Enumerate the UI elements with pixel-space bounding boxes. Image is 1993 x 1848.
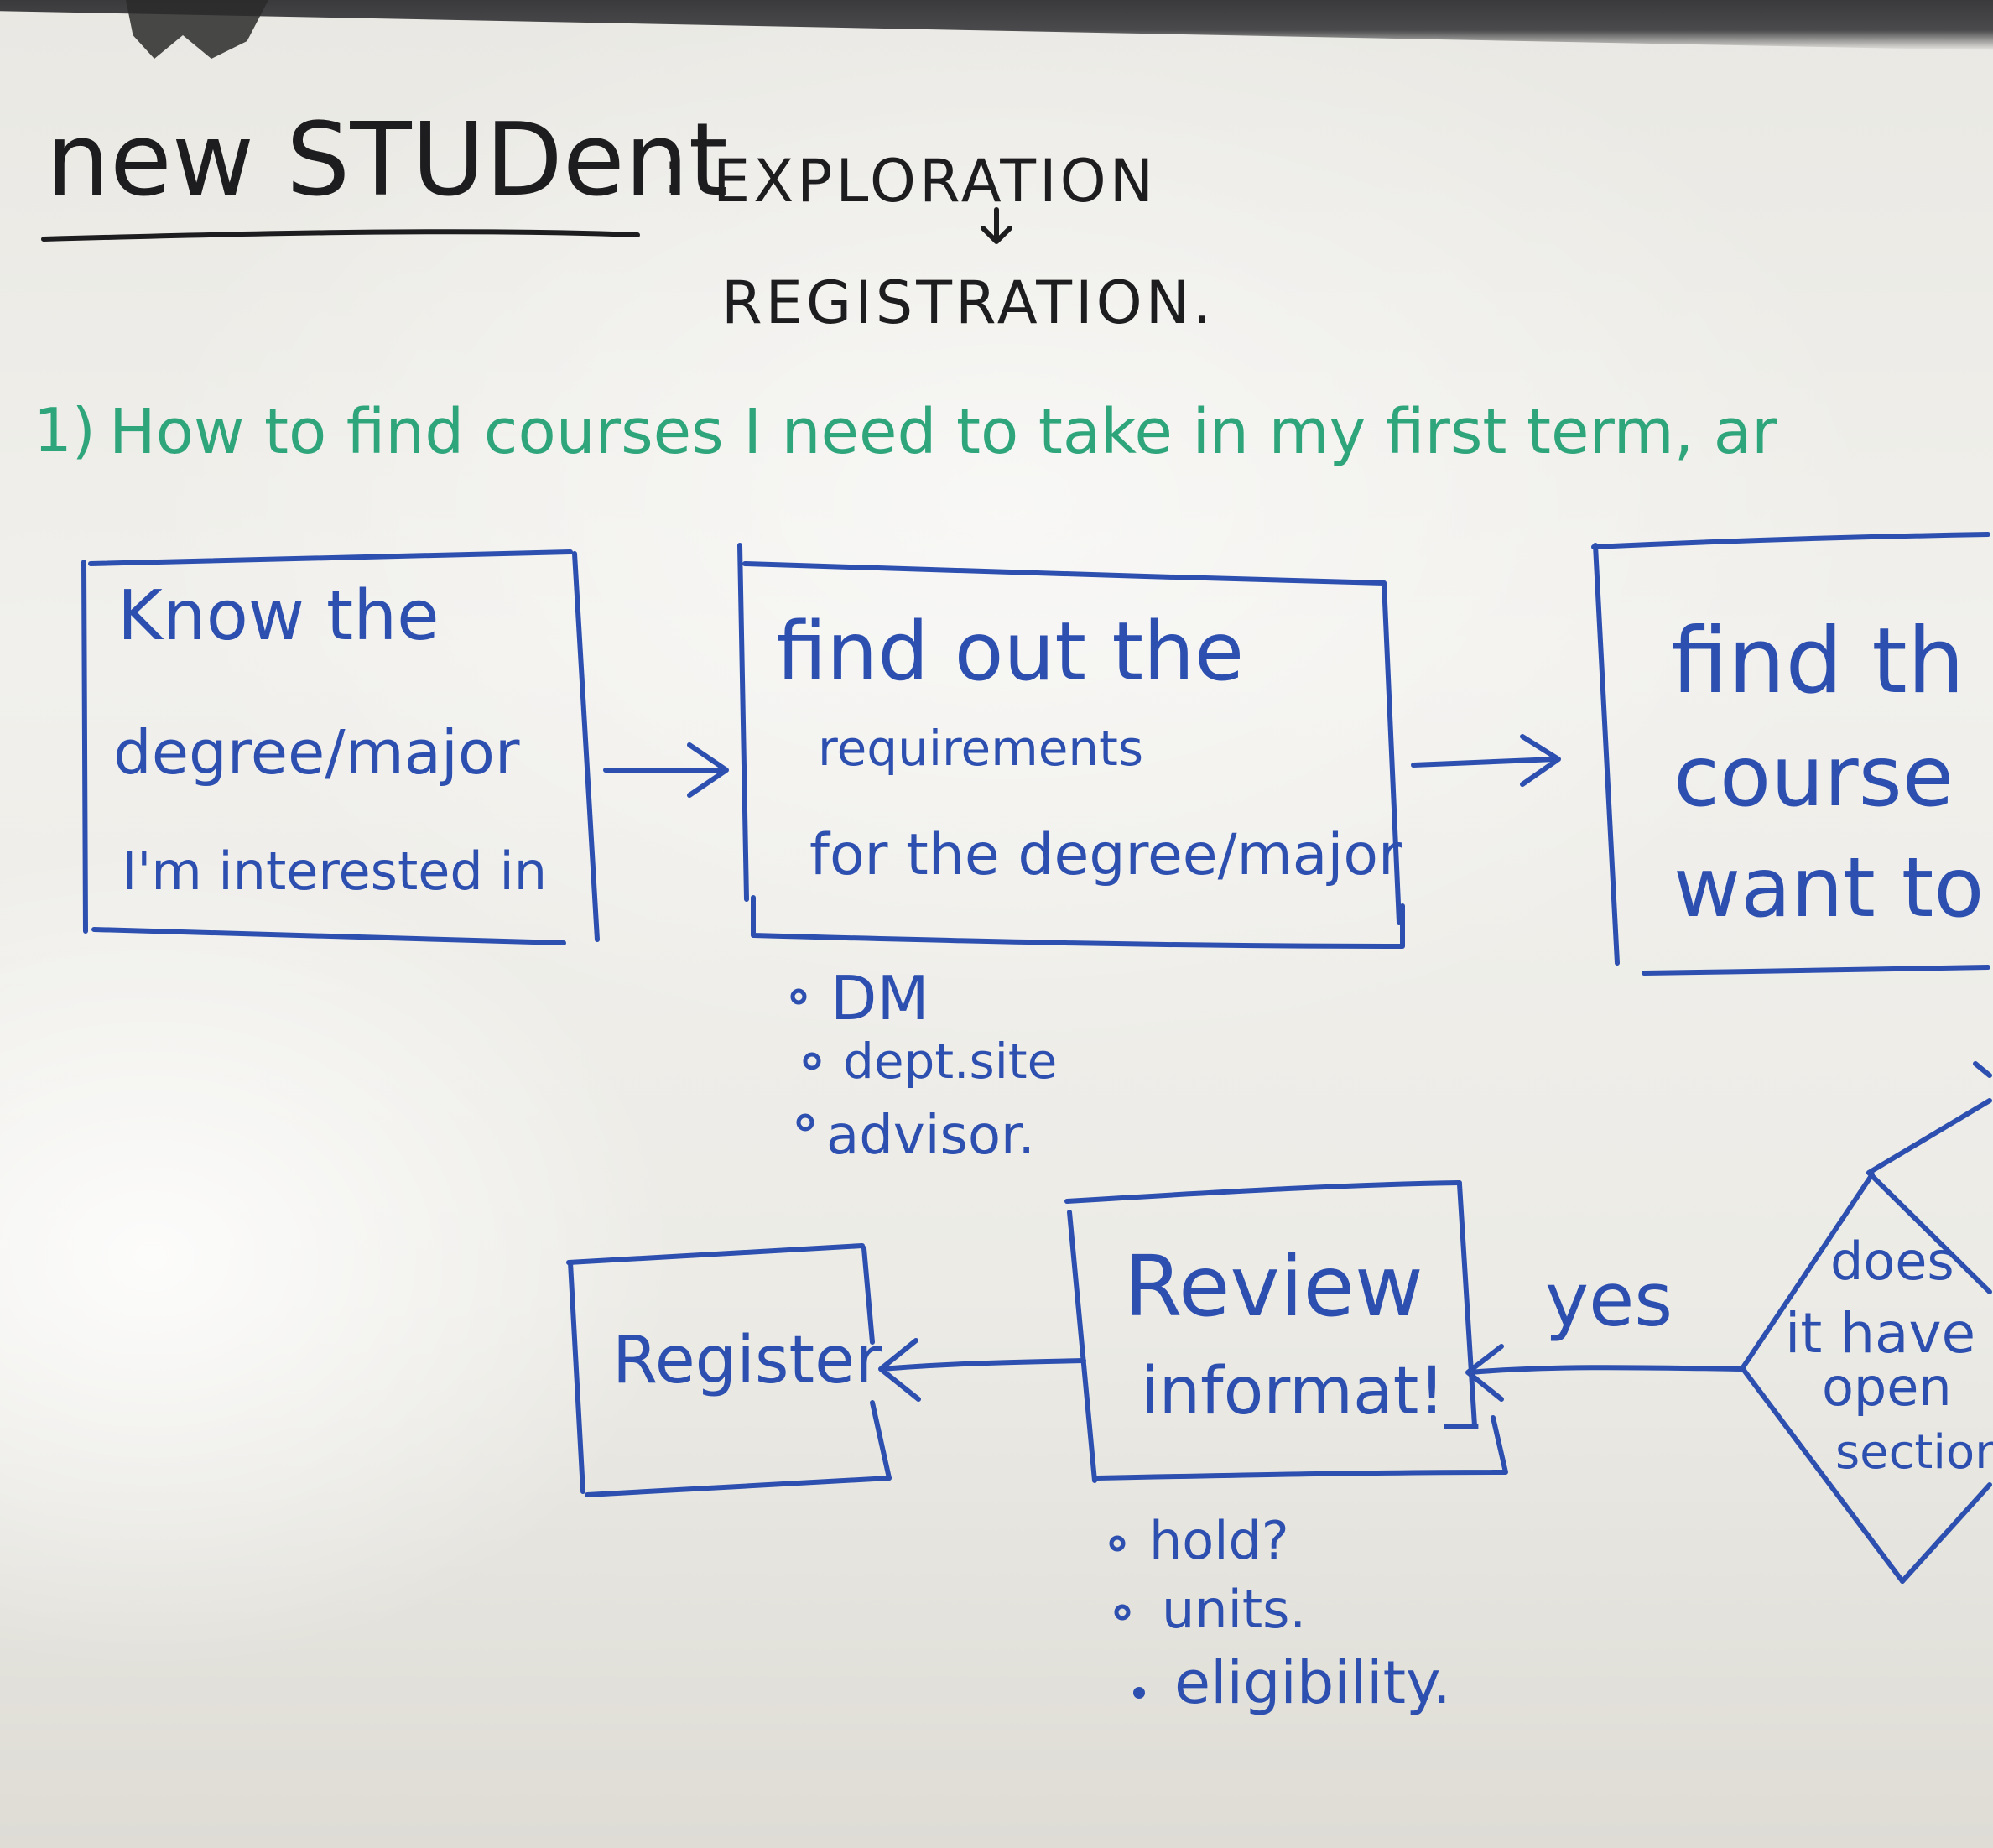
box3-line2: course xyxy=(1673,727,1954,825)
heading-separator: : xyxy=(663,137,683,207)
question-text: How to find courses I need to take in my… xyxy=(109,396,1777,468)
decision-line2: it have xyxy=(1785,1301,1975,1366)
bullet-icon xyxy=(1114,1604,1131,1621)
bullet-icon xyxy=(790,988,807,1005)
box4-note-1: hold? xyxy=(1149,1510,1289,1571)
bullet-icon xyxy=(1109,1535,1126,1552)
box3-line1: find th xyxy=(1671,609,1964,714)
decision-line1: does xyxy=(1830,1231,1954,1292)
connector-line xyxy=(1973,1061,1992,1078)
arrow-left-icon xyxy=(878,1338,1086,1402)
decision-line3: open xyxy=(1822,1356,1952,1418)
decision-line4: sections xyxy=(1835,1425,1993,1480)
box5-label: Register xyxy=(612,1323,882,1398)
heading-down-arrow-icon xyxy=(981,207,1012,244)
bullet-icon xyxy=(803,1052,821,1070)
heading-stage-from: EXPLORATION xyxy=(713,147,1157,216)
box2-line2: requirements xyxy=(818,720,1143,777)
box4-line2: informat!_ xyxy=(1141,1354,1479,1429)
heading-stage-to: REGISTRATION. xyxy=(721,268,1215,337)
question-number: 1) xyxy=(34,395,96,466)
box-know-degree xyxy=(81,549,600,945)
box3-line3: want to t xyxy=(1673,841,1993,936)
box2-line1: find out the xyxy=(776,605,1244,699)
heading-title: new STUDent xyxy=(46,102,728,219)
arrow-left-icon xyxy=(1465,1344,1746,1402)
box2-note-1: DM xyxy=(830,963,929,1033)
box-review-information xyxy=(1064,1180,1508,1483)
box-find-course xyxy=(1591,532,1990,976)
box-find-requirements xyxy=(737,543,1405,949)
box-register xyxy=(566,1243,892,1497)
arrow-right-icon xyxy=(603,742,729,798)
box2-line3: for the degree/major xyxy=(809,822,1402,888)
bullet-icon xyxy=(796,1113,814,1132)
decision-diamond xyxy=(1741,1098,1992,1584)
box1-line2: degree/major xyxy=(113,717,520,788)
yes-label: yes xyxy=(1545,1257,1673,1343)
box1-line3: I'm interested in xyxy=(122,841,547,902)
box4-note-2: units. xyxy=(1162,1579,1306,1640)
box4-line1: Review xyxy=(1124,1237,1423,1335)
arrow-right-icon xyxy=(1411,734,1561,787)
bullet-icon xyxy=(1133,1687,1145,1699)
box4-note-3: eligibility. xyxy=(1174,1648,1451,1717)
box2-note-3: advisor. xyxy=(826,1105,1035,1167)
box1-line1: Know the xyxy=(117,576,440,656)
heading-underline xyxy=(41,229,640,242)
box2-note-2: dept.site xyxy=(843,1033,1057,1090)
